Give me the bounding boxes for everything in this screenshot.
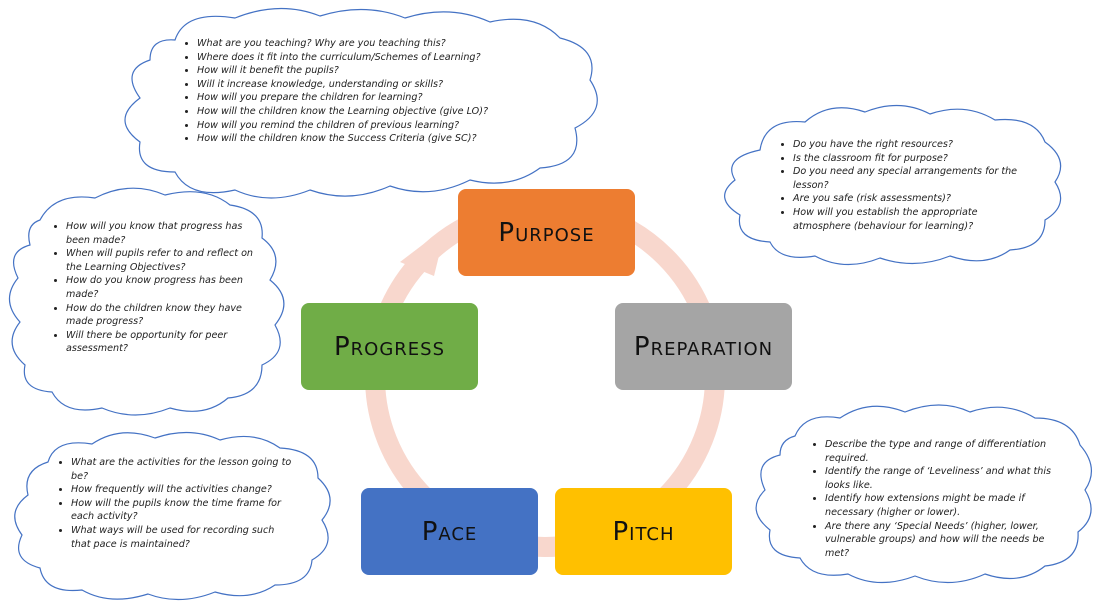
list-item: How do the children know they have made … bbox=[66, 302, 261, 329]
pace-box: Pace bbox=[361, 488, 538, 575]
list-item: Are there any ‘Special Needs’ (higher, l… bbox=[825, 520, 1065, 561]
list-item: How do you know progress has been made? bbox=[66, 274, 261, 301]
list-item: How will the children know the Learning … bbox=[197, 105, 557, 119]
pace-label: Pace bbox=[421, 516, 478, 547]
cloud-preparation bbox=[724, 104, 1062, 266]
cloud-purpose bbox=[124, 7, 598, 199]
list-item: Identify how extensions might be made if… bbox=[825, 492, 1065, 519]
list-item: Is the classroom fit for purpose? bbox=[793, 152, 1038, 166]
list-item: How frequently will the activities chang… bbox=[71, 483, 296, 497]
list-item: How will you remind the children of prev… bbox=[197, 119, 557, 133]
pitch-questions: Describe the type and range of different… bbox=[811, 438, 1065, 560]
preparation-label: Preparation bbox=[633, 331, 774, 362]
cloud-progress bbox=[8, 187, 285, 416]
list-item: What are the activities for the lesson g… bbox=[71, 456, 296, 483]
list-item: How will the children know the Success C… bbox=[197, 132, 557, 146]
list-item: How will the pupils know the time frame … bbox=[71, 497, 296, 524]
list-item: Do you need any special arrangements for… bbox=[793, 165, 1038, 192]
pitch-label: Pitch bbox=[612, 516, 675, 547]
cloud-pace bbox=[14, 431, 331, 601]
list-item: Are you safe (risk assessments)? bbox=[793, 192, 1038, 206]
purpose-box: Purpose bbox=[458, 189, 635, 276]
list-item: How will you establish the appropriate a… bbox=[793, 206, 1038, 233]
cloud-pitch bbox=[755, 404, 1092, 584]
list-item: How will you know that progress has been… bbox=[66, 220, 261, 247]
list-item: What ways will be used for recording suc… bbox=[71, 524, 296, 551]
list-item: Where does it fit into the curriculum/Sc… bbox=[197, 51, 557, 65]
purpose-label: Purpose bbox=[498, 217, 595, 248]
list-item: Describe the type and range of different… bbox=[825, 438, 1065, 465]
purpose-questions: What are you teaching? Why are you teach… bbox=[183, 37, 557, 146]
preparation-questions: Do you have the right resources? Is the … bbox=[779, 138, 1038, 233]
progress-questions: How will you know that progress has been… bbox=[52, 220, 261, 356]
progress-box: Progress bbox=[301, 303, 478, 390]
preparation-box: Preparation bbox=[615, 303, 792, 390]
list-item: Will it increase knowledge, understandin… bbox=[197, 78, 557, 92]
progress-label: Progress bbox=[333, 331, 446, 362]
list-item: Do you have the right resources? bbox=[793, 138, 1038, 152]
list-item: When will pupils refer to and reflect on… bbox=[66, 247, 261, 274]
pace-questions: What are the activities for the lesson g… bbox=[57, 456, 296, 551]
list-item: How will it benefit the pupils? bbox=[197, 64, 557, 78]
list-item: Identify the range of ‘Leveliness’ and w… bbox=[825, 465, 1065, 492]
list-item: How will you prepare the children for le… bbox=[197, 91, 557, 105]
list-item: Will there be opportunity for peer asses… bbox=[66, 329, 261, 356]
list-item: What are you teaching? Why are you teach… bbox=[197, 37, 557, 51]
pitch-box: Pitch bbox=[555, 488, 732, 575]
